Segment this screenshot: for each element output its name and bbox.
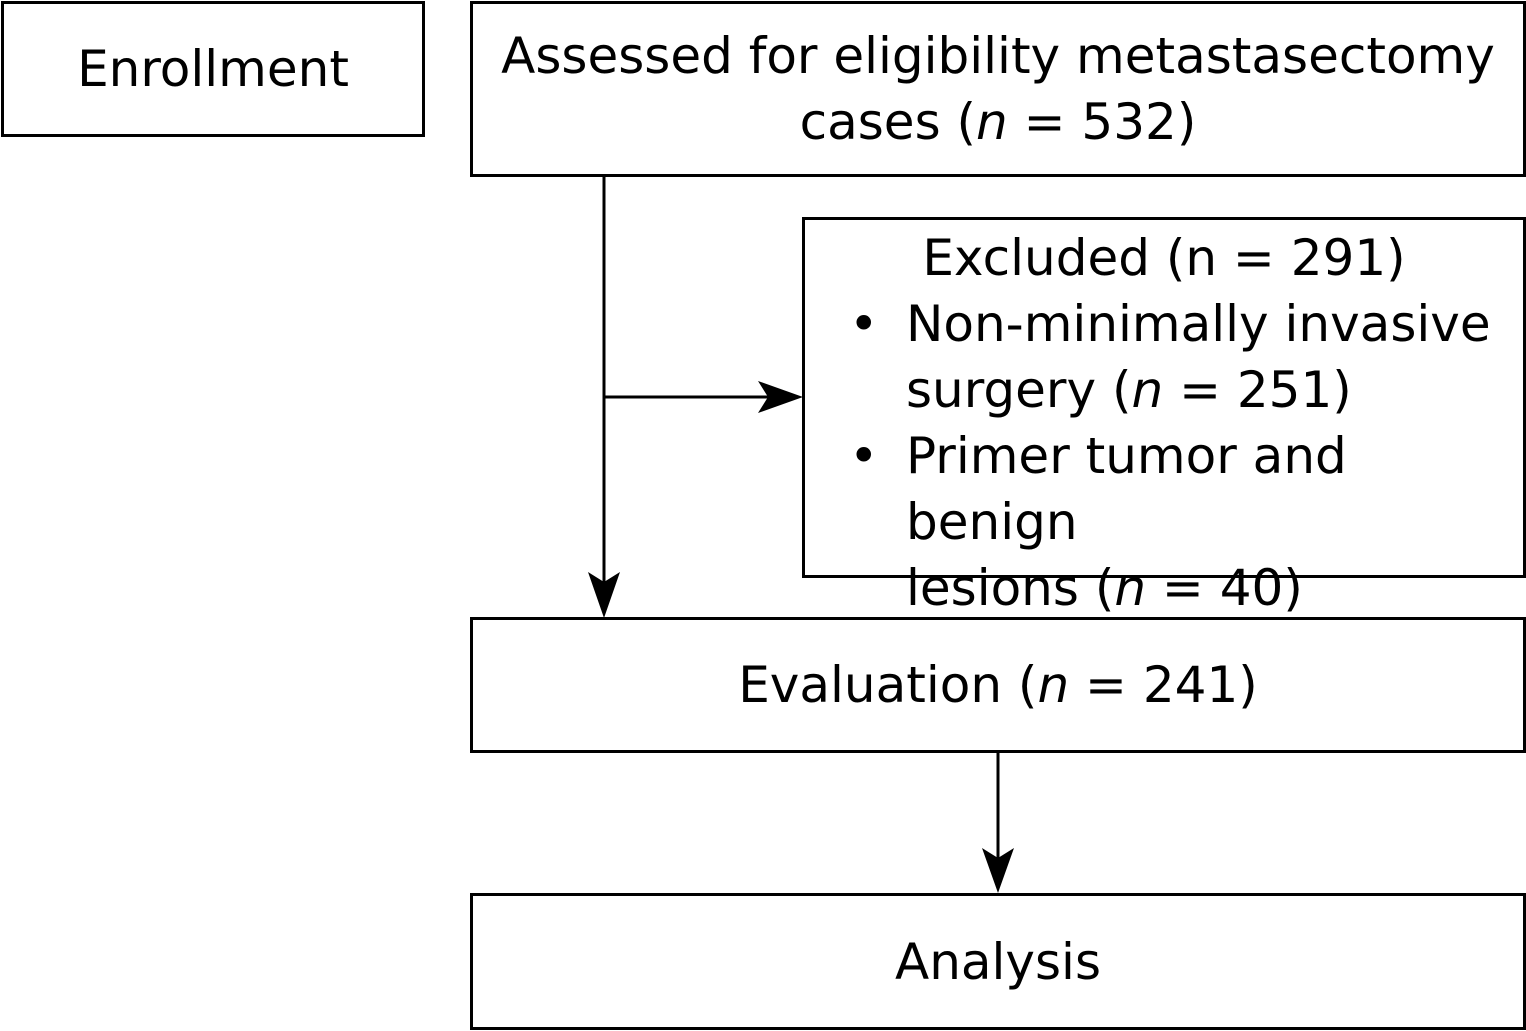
excluded-item-line1: Primer tumor and benign (906, 427, 1347, 551)
assessed-line1: Assessed for eligibility metastasectomy (501, 27, 1495, 85)
excluded-box: Excluded (n = 291) • Non-minimally invas… (802, 217, 1526, 617)
analysis-box: Analysis (470, 893, 1526, 1030)
excluded-title: Excluded (n = 291) (922, 229, 1406, 287)
excluded-item-line2: lesions (n = 40) (906, 555, 1513, 621)
analysis-label: Analysis (894, 932, 1101, 991)
bullet-icon: • (849, 295, 879, 353)
excluded-item-line2-pre: lesions ( (906, 559, 1115, 617)
excluded-item-primer-tumor: • Primer tumor and benign lesions (n = 4… (805, 423, 1523, 621)
enrollment-box: Enrollment (1, 1, 425, 137)
excluded-list: • Non-minimally invasive surgery (n = 25… (805, 291, 1523, 621)
evaluation-post: = 241) (1069, 656, 1258, 714)
assessed-box: Assessed for eligibility metastasectomy … (470, 1, 1526, 177)
excluded-item-line2-post: = 251) (1163, 361, 1352, 419)
excluded-item-line2-pre: surgery ( (906, 361, 1132, 419)
excluded-item-non-minimally-invasive: • Non-minimally invasive surgery (n = 25… (805, 291, 1523, 423)
excluded-item-line2-post: = 40) (1146, 559, 1303, 617)
evaluation-pre: Evaluation ( (738, 656, 1038, 714)
assessed-line2: cases (n = 532) (800, 89, 1197, 155)
arrowhead-excluded (758, 381, 803, 413)
evaluation-label: Evaluation (n = 241) (738, 652, 1258, 718)
evaluation-n-var: n (1037, 656, 1070, 714)
assessed-line2-post: = 532) (1007, 93, 1197, 151)
excluded-item-line1: Non-minimally invasive (906, 295, 1491, 353)
excluded-item-line2: surgery (n = 251) (906, 357, 1513, 423)
excluded-item-n-var: n (1114, 559, 1147, 617)
assessed-line2-pre: cases ( (799, 93, 977, 151)
excluded-item-n-var: n (1131, 361, 1164, 419)
bullet-icon: • (849, 427, 879, 485)
evaluation-box: Evaluation (n = 241) (470, 617, 1526, 753)
enrollment-label: Enrollment (77, 40, 349, 98)
arrowhead-analysis (982, 848, 1014, 893)
arrowhead-evaluation (588, 572, 620, 618)
assessed-n-var: n (976, 93, 1008, 151)
